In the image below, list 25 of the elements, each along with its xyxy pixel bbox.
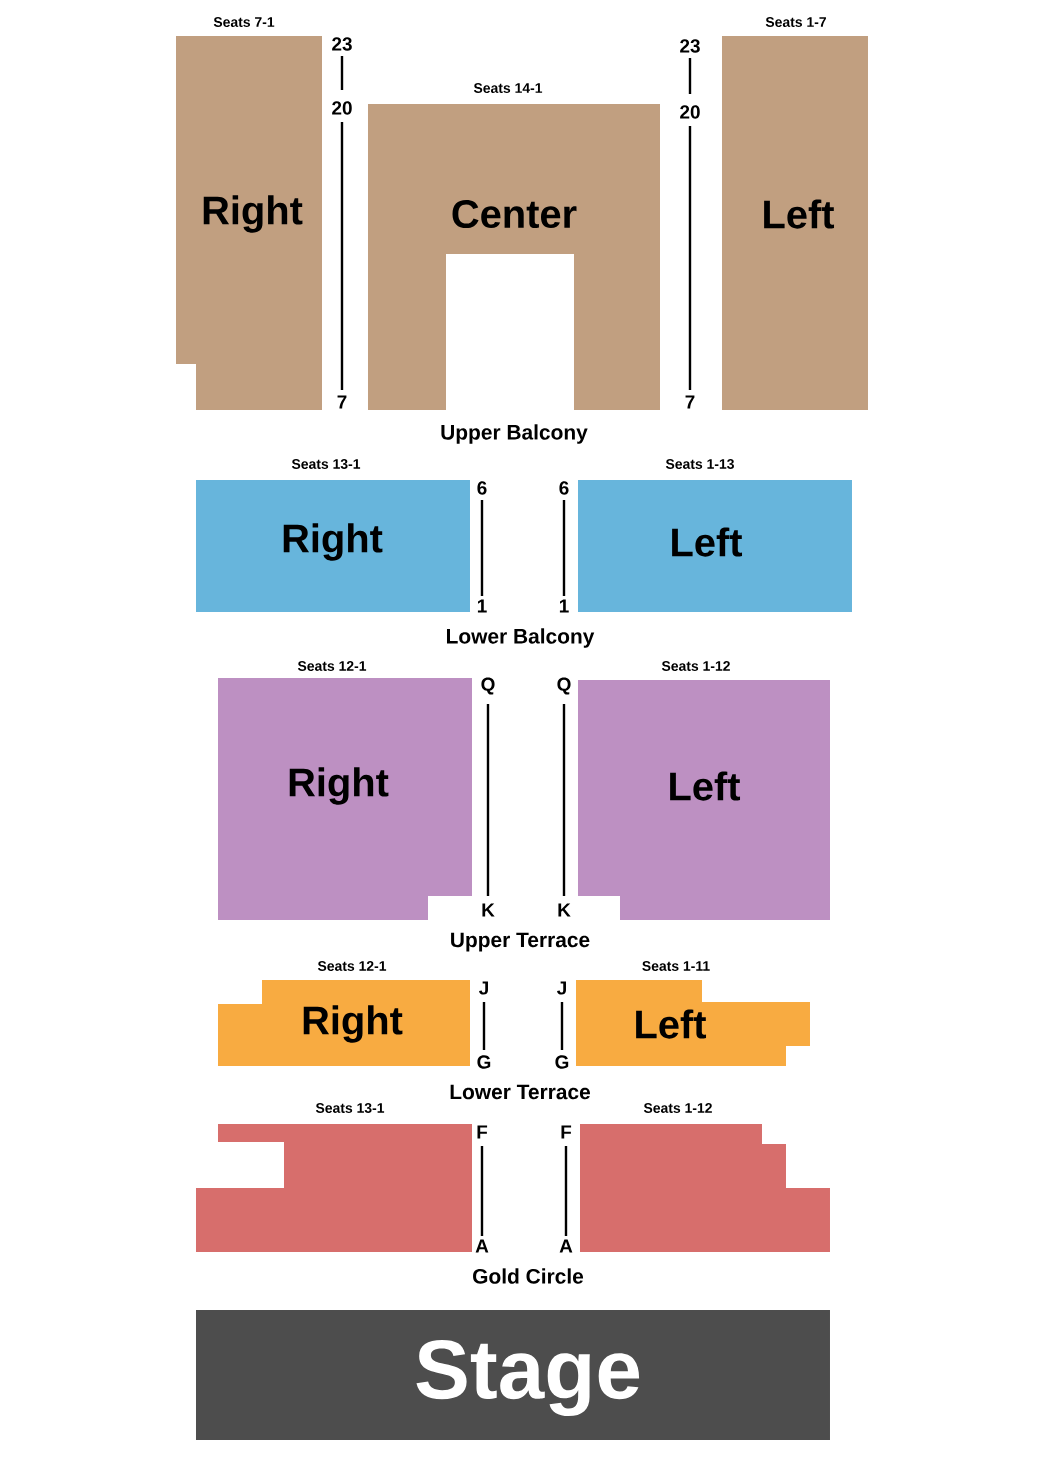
row-label: G [555, 1055, 569, 1069]
section-name: Upper Terrace [451, 932, 590, 952]
section-name: Gold Circle [473, 1268, 584, 1284]
seating-section: Center [368, 104, 660, 410]
seating-section: Right [176, 36, 322, 410]
seating-section: Right [218, 678, 472, 920]
row-label: 20 [680, 105, 700, 119]
seating-section: Left [578, 680, 830, 920]
seating-section: Right [218, 980, 470, 1066]
row-label: 7 [685, 395, 695, 409]
row-label: 20 [332, 101, 352, 115]
stage-block: Stage [196, 1310, 830, 1440]
seating-section [580, 1124, 830, 1252]
row-label: G [477, 1055, 491, 1069]
row-label: 23 [680, 39, 700, 53]
seating-section: Left [722, 36, 868, 410]
row-label: 23 [332, 37, 352, 51]
row-label: 7 [337, 395, 347, 409]
seating-section: Right [196, 480, 470, 612]
section-name: Lower Terrace [450, 1084, 590, 1100]
section-name: Lower Balcony [447, 628, 595, 648]
seating-section: Left [576, 980, 810, 1066]
section-name: Upper Balcony [441, 424, 588, 444]
seating-section: Left [578, 480, 852, 612]
seating-section [196, 1124, 472, 1252]
